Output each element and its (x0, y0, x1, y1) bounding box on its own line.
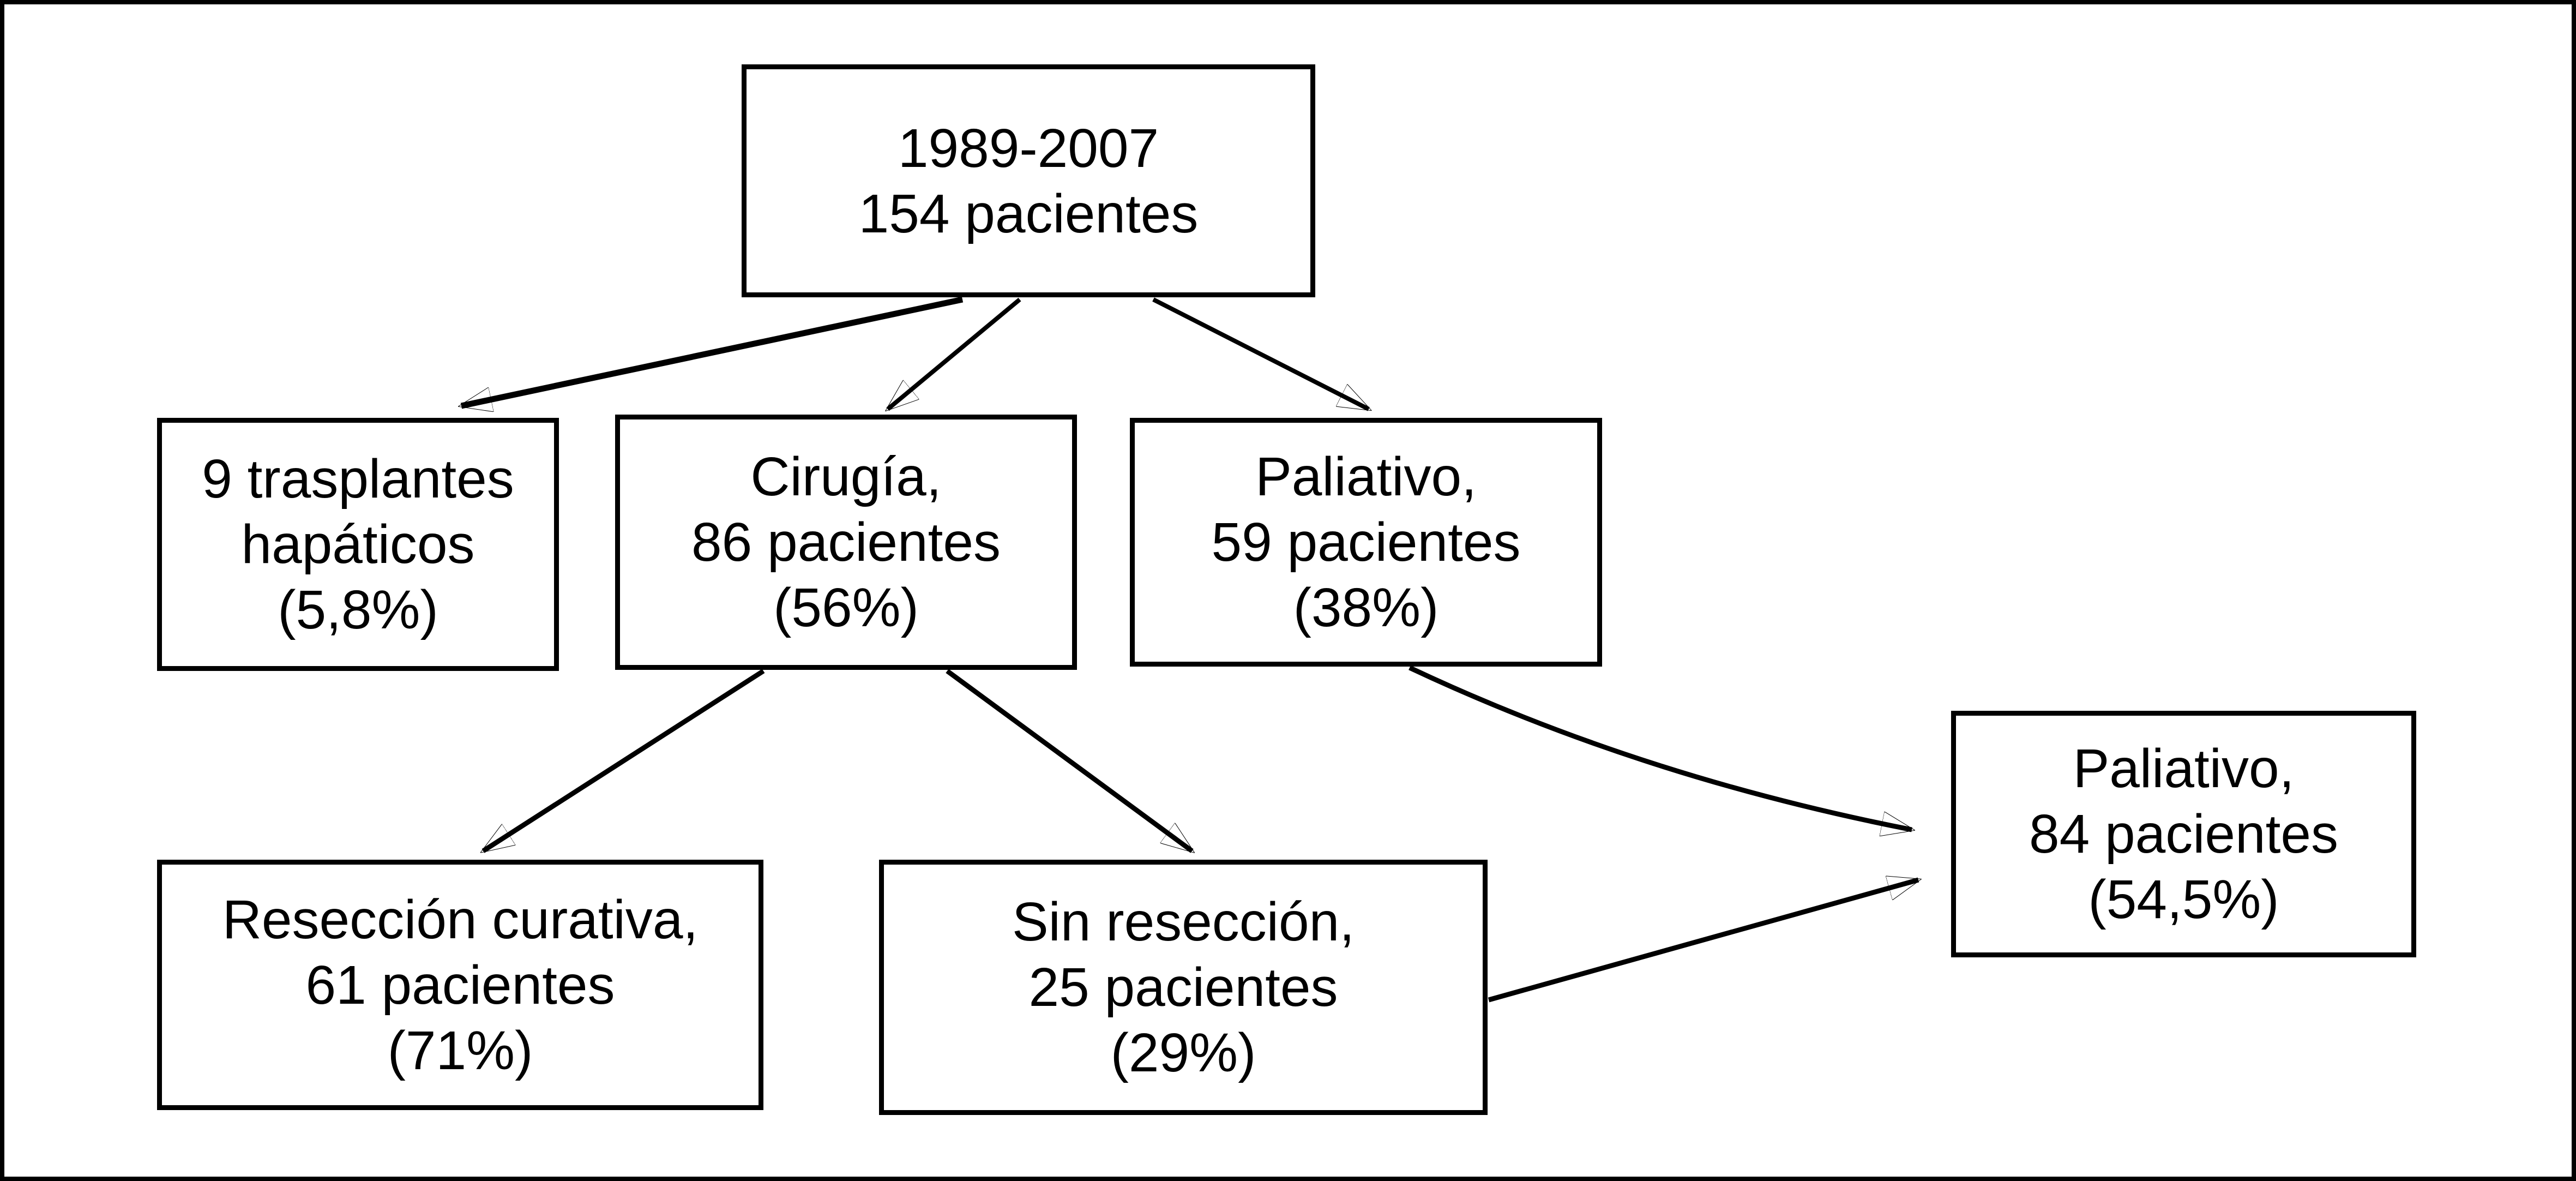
node-line: Resección curativa, (222, 889, 699, 950)
node-line: Paliativo, (2073, 738, 2295, 799)
node-line: 84 pacientes (2029, 804, 2339, 865)
node-line: hapáticos (241, 514, 475, 575)
node-line: Sin resección, (1012, 891, 1355, 952)
node-line: (54,5%) (2088, 869, 2279, 930)
node-line: 86 pacientes (691, 512, 1001, 573)
flow-node-transplants: 9 trasplantes hapáticos (5,8%) (157, 418, 559, 671)
node-line: 59 pacientes (1211, 512, 1521, 573)
node-line: (71%) (387, 1020, 533, 1081)
flow-node-period-total: 1989-2007 154 pacientes (742, 64, 1315, 297)
flow-node-palliative-84: Paliativo, 84 pacientes (54,5%) (1951, 711, 2416, 957)
node-line: 25 pacientes (1028, 957, 1338, 1018)
node-line: (29%) (1110, 1022, 1256, 1083)
node-line: (5,8%) (278, 579, 438, 640)
node-line: 1989-2007 (898, 117, 1159, 179)
flow-node-palliative-59: Paliativo, 59 pacientes (38%) (1130, 418, 1602, 667)
flow-node-no-resection: Sin resección, 25 pacientes (29%) (879, 860, 1488, 1115)
node-line: 61 pacientes (305, 954, 615, 1016)
node-line: Cirugía, (750, 446, 942, 507)
flow-node-surgery: Cirugía, 86 pacientes (56%) (615, 415, 1077, 670)
node-line: (38%) (1293, 577, 1439, 638)
node-line: 154 pacientes (858, 183, 1199, 244)
node-line: 9 trasplantes (202, 448, 514, 509)
flow-node-curative-resection: Resección curativa, 61 pacientes (71%) (157, 860, 763, 1110)
node-line: Paliativo, (1255, 446, 1477, 507)
node-line: (56%) (773, 577, 919, 638)
